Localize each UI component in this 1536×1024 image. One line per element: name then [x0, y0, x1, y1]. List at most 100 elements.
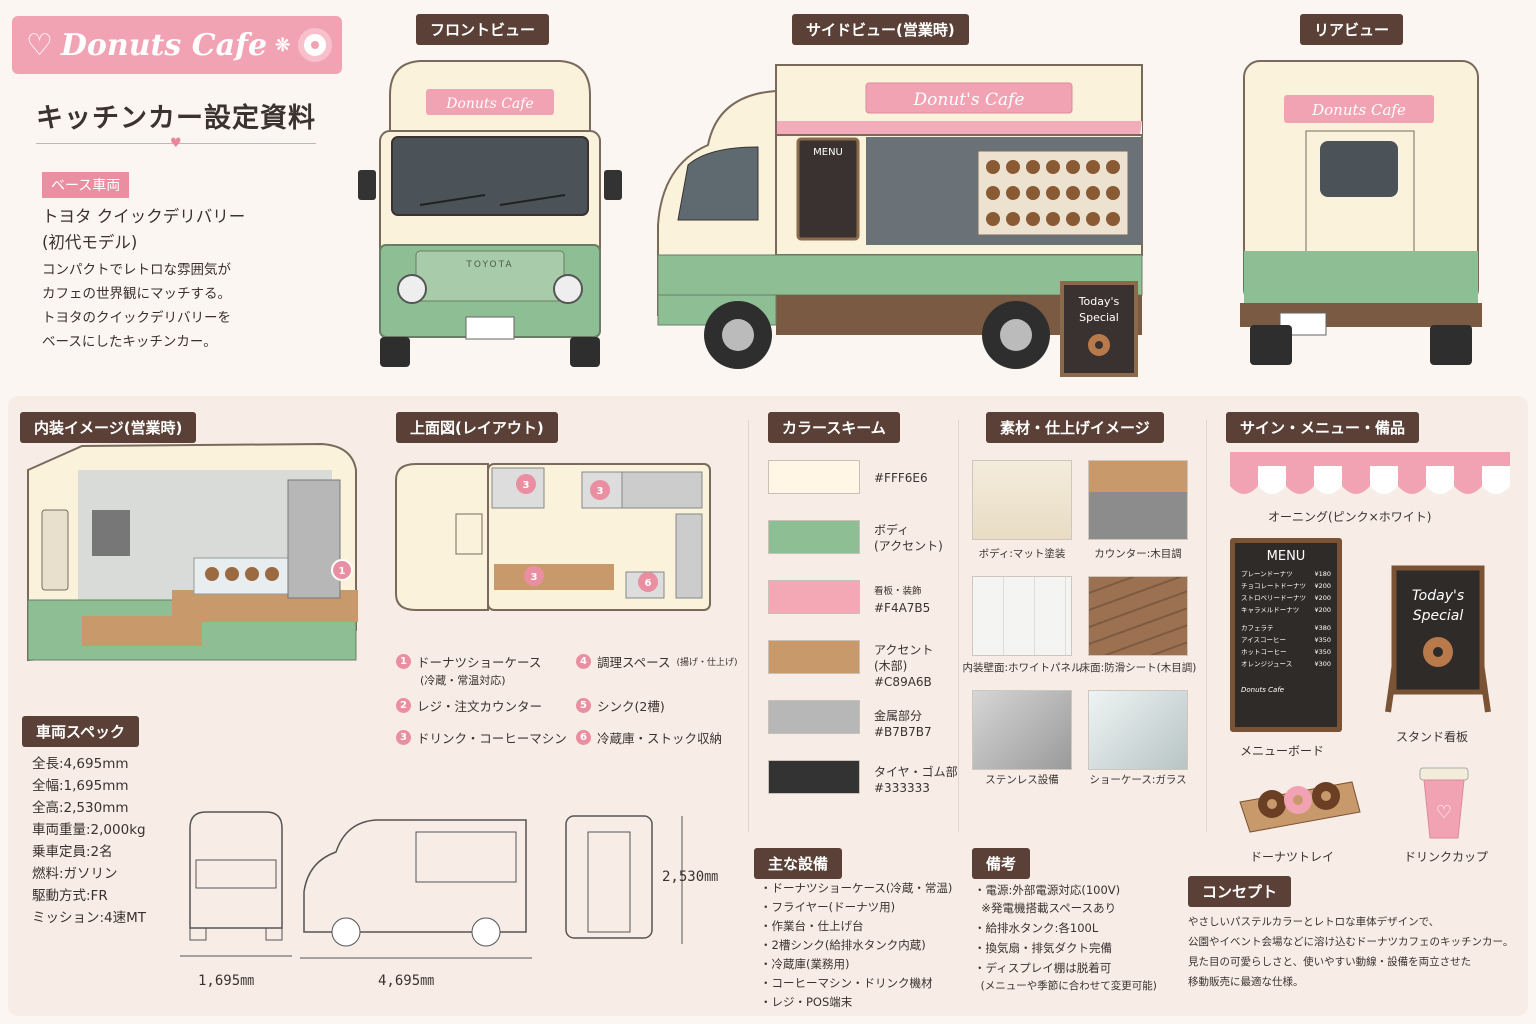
concept-line: 移動販売に最適な仕様。 [1188, 976, 1304, 988]
legend-text: レジ・注文カウンター [417, 699, 543, 714]
front-view-illustration: Donuts Cafe TOYOTA [358, 60, 622, 367]
legend-num: 4 [576, 654, 591, 669]
front-brand-text: TOYOTA [465, 260, 513, 270]
equipment-item: ・コーヒーマシン・ドリンク機材 [760, 976, 933, 990]
brand-logo: ♡ Donuts Cafe ❊ [12, 16, 342, 74]
color-swatch-wood [768, 640, 860, 674]
heart-icon: ♡ [26, 27, 53, 63]
svg-text:Special: Special [1413, 608, 1464, 624]
menu-footer: Donuts Cafe [1241, 686, 1285, 694]
legend-num: 1 [396, 654, 411, 669]
material-body-swatch [972, 460, 1072, 540]
legend-num: 3 [396, 730, 411, 745]
rear-view-illustration: Donuts Cafe [1240, 60, 1482, 365]
material-caption: ボディ:マット塗装 [978, 548, 1066, 560]
drink-cup-caption: ドリンクカップ [1404, 850, 1489, 864]
color-label: #FFF6E6 [874, 471, 928, 485]
equipment-item: ・作業台・仕上げ台 [760, 919, 864, 933]
spec-tag: 車両スペック [22, 716, 139, 747]
side-sign-text: Donut's Cafe [913, 90, 1025, 110]
awning-illustration [1230, 452, 1510, 494]
svg-text:Special: Special [1079, 311, 1119, 324]
menu-board-caption: メニューボード [1240, 744, 1325, 758]
note-item: ・電源:外部電源対応(100V) [974, 883, 1121, 897]
legend-text: ドーナツショーケース [417, 655, 542, 670]
dimension-front-drawing [180, 811, 292, 957]
desc-line: コンパクトでレトロな雰囲気が [42, 262, 231, 278]
equipment-item: ・レジ・POS端末 [760, 995, 853, 1009]
desc-line: トヨタのクイックデリバリーを [42, 310, 231, 326]
dimension-side-drawing [300, 819, 532, 959]
rear-sign-text: Donuts Cafe [1311, 101, 1406, 119]
equipment-item: ・冷蔵庫(業務用) [760, 957, 850, 971]
layout-top-view: 3 3 3 6 [395, 463, 711, 611]
svg-text:3: 3 [531, 572, 538, 583]
sparkle-icon: ❊ [275, 34, 291, 56]
legend-text: ドリンク・コーヒーマシン [417, 731, 567, 746]
legend-num: 2 [396, 698, 411, 713]
material-caption: 床面:防滑シート(木目調) [1079, 662, 1197, 674]
equipment-item: ・フライヤー(ドーナツ用) [760, 900, 896, 914]
material-tag: 素材・仕上げイメージ [986, 412, 1164, 443]
base-model-line2: (初代モデル) [42, 233, 138, 252]
note-item: ・給排水タンク:各100L [974, 921, 1099, 935]
legend-sub: (冷蔵・常温対応) [420, 674, 506, 687]
spec-line: 乗車定員:2名 [32, 844, 113, 860]
base-model-line1: トヨタ クイックデリバリー [42, 207, 246, 226]
heart-icon: ♥ [170, 136, 182, 151]
svg-text:6: 6 [645, 578, 652, 589]
menu-title: MENU [1266, 549, 1306, 564]
color-swatch-cream [768, 460, 860, 494]
material-caption: カウンター:木目調 [1094, 548, 1182, 560]
side-view-illustration: Donut's Cafe MENU Today's Special [657, 64, 1143, 377]
spec-line: ミッション:4速MT [32, 910, 147, 926]
material-caption: ショーケース:ガラス [1089, 774, 1187, 786]
material-glass-swatch [1088, 690, 1188, 770]
logo-text: Donuts Cafe [60, 27, 268, 63]
equipment-item: ・ドーナツショーケース(冷蔵・常温) [760, 881, 953, 895]
color-scheme-tag: カラースキーム [768, 412, 900, 443]
legend-item: 2 レジ・注文カウンター [396, 696, 542, 715]
color-swatch-green [768, 520, 860, 554]
desc-line: ベースにしたキッチンカー。 [42, 334, 217, 350]
donut-tray-illustration [1239, 781, 1361, 833]
color-label: アクセント(木部)#C89A6B [874, 643, 934, 689]
sign-tag: サイン・メニュー・備品 [1226, 412, 1420, 443]
svg-text:♡: ♡ [1436, 802, 1452, 823]
divider [748, 420, 749, 832]
stand-sign-illustration: Today's Special [1385, 565, 1491, 713]
color-label: 看板・装飾#F4A7B5 [874, 586, 931, 615]
color-label: タイヤ・ゴム部#333333 [874, 765, 958, 795]
svg-text:Today's: Today's [1412, 588, 1464, 604]
side-view-tag: サイドビュー(営業時) [792, 14, 969, 45]
menu-board: MENU プレーンドーナツ¥180 チョコレートドーナツ¥200 ストロベリード… [1230, 538, 1342, 732]
dimension-rear-drawing [565, 815, 683, 944]
legend-num: 6 [576, 730, 591, 745]
drink-cup-illustration: ♡ [1419, 767, 1469, 839]
material-steel-swatch [972, 690, 1072, 770]
concept-line: 公園やイベント会場などに溶け込むドーナツカフェのキッチンカー。 [1188, 936, 1514, 948]
spec-line: 車両重量:2,000kg [32, 822, 146, 838]
color-swatch-metal [768, 700, 860, 734]
divider [1206, 420, 1207, 832]
material-wall-swatch [972, 576, 1072, 656]
base-vehicle-badge: ベース車両 [42, 172, 130, 198]
divider [958, 420, 959, 832]
legend-sub: (揚げ・仕上げ) [676, 658, 738, 668]
donut-icon [298, 28, 333, 62]
material-caption: 内装壁面:ホワイトパネル [962, 662, 1082, 674]
rear-view-tag: リアビュー [1300, 14, 1404, 45]
legend-item: 3 ドリンク・コーヒーマシン [396, 728, 567, 747]
base-model: トヨタ クイックデリバリー (初代モデル) [42, 204, 245, 256]
note-item: (メニューや季節に合わせて変更可能) [974, 980, 1157, 992]
interior-illustration: 1 [27, 442, 358, 662]
svg-text:1: 1 [339, 566, 346, 577]
notes-tag: 備考 [972, 848, 1031, 879]
note-item: ・ディスプレイ棚は脱着可 [974, 961, 1112, 975]
equipment-item: ・2槽シンク(給排水タンク内蔵) [760, 938, 926, 952]
equipment-tag: 主な設備 [754, 848, 843, 879]
dimension-length: 4,695㎜ [378, 973, 435, 989]
todays-special-stand: Today's Special [1060, 281, 1138, 377]
desc-line: カフェの世界観にマッチする。 [42, 286, 231, 302]
